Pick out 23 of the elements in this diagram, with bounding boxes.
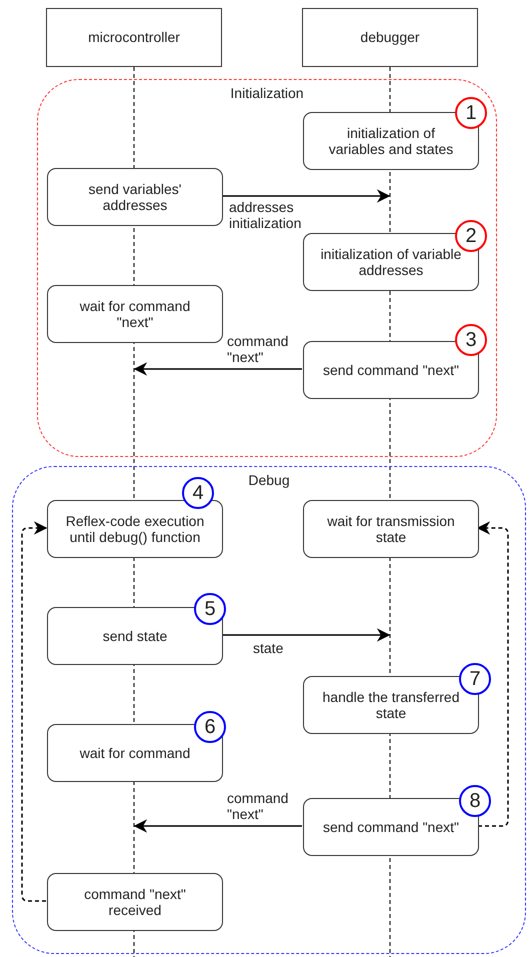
activity-box: command "next" received — [47, 873, 223, 931]
step-number: 8 — [459, 785, 491, 817]
arrow — [21, 521, 48, 902]
group-frame — [37, 79, 497, 457]
arrow — [134, 819, 302, 833]
step-number: 6 — [194, 711, 226, 743]
step-number: 1 — [455, 97, 487, 129]
activity-box: wait for transmission state — [303, 500, 479, 558]
step-number: 2 — [455, 220, 487, 252]
arrow — [134, 362, 302, 376]
participant-box: debugger — [302, 8, 478, 67]
activity-box: wait for command "next" — [47, 285, 223, 343]
activity-box: send variables' addresses — [47, 168, 223, 226]
arrow — [222, 628, 390, 642]
arrow — [476, 521, 509, 827]
step-number: 7 — [459, 663, 491, 695]
group-frame — [12, 466, 526, 954]
step-number: 5 — [194, 593, 226, 625]
activity-box: Reflex-code execution until debug() function — [47, 500, 223, 558]
participant-box: microcontroller — [46, 8, 222, 67]
step-number: 4 — [182, 477, 214, 509]
step-number: 3 — [455, 324, 487, 356]
arrow — [222, 189, 390, 203]
